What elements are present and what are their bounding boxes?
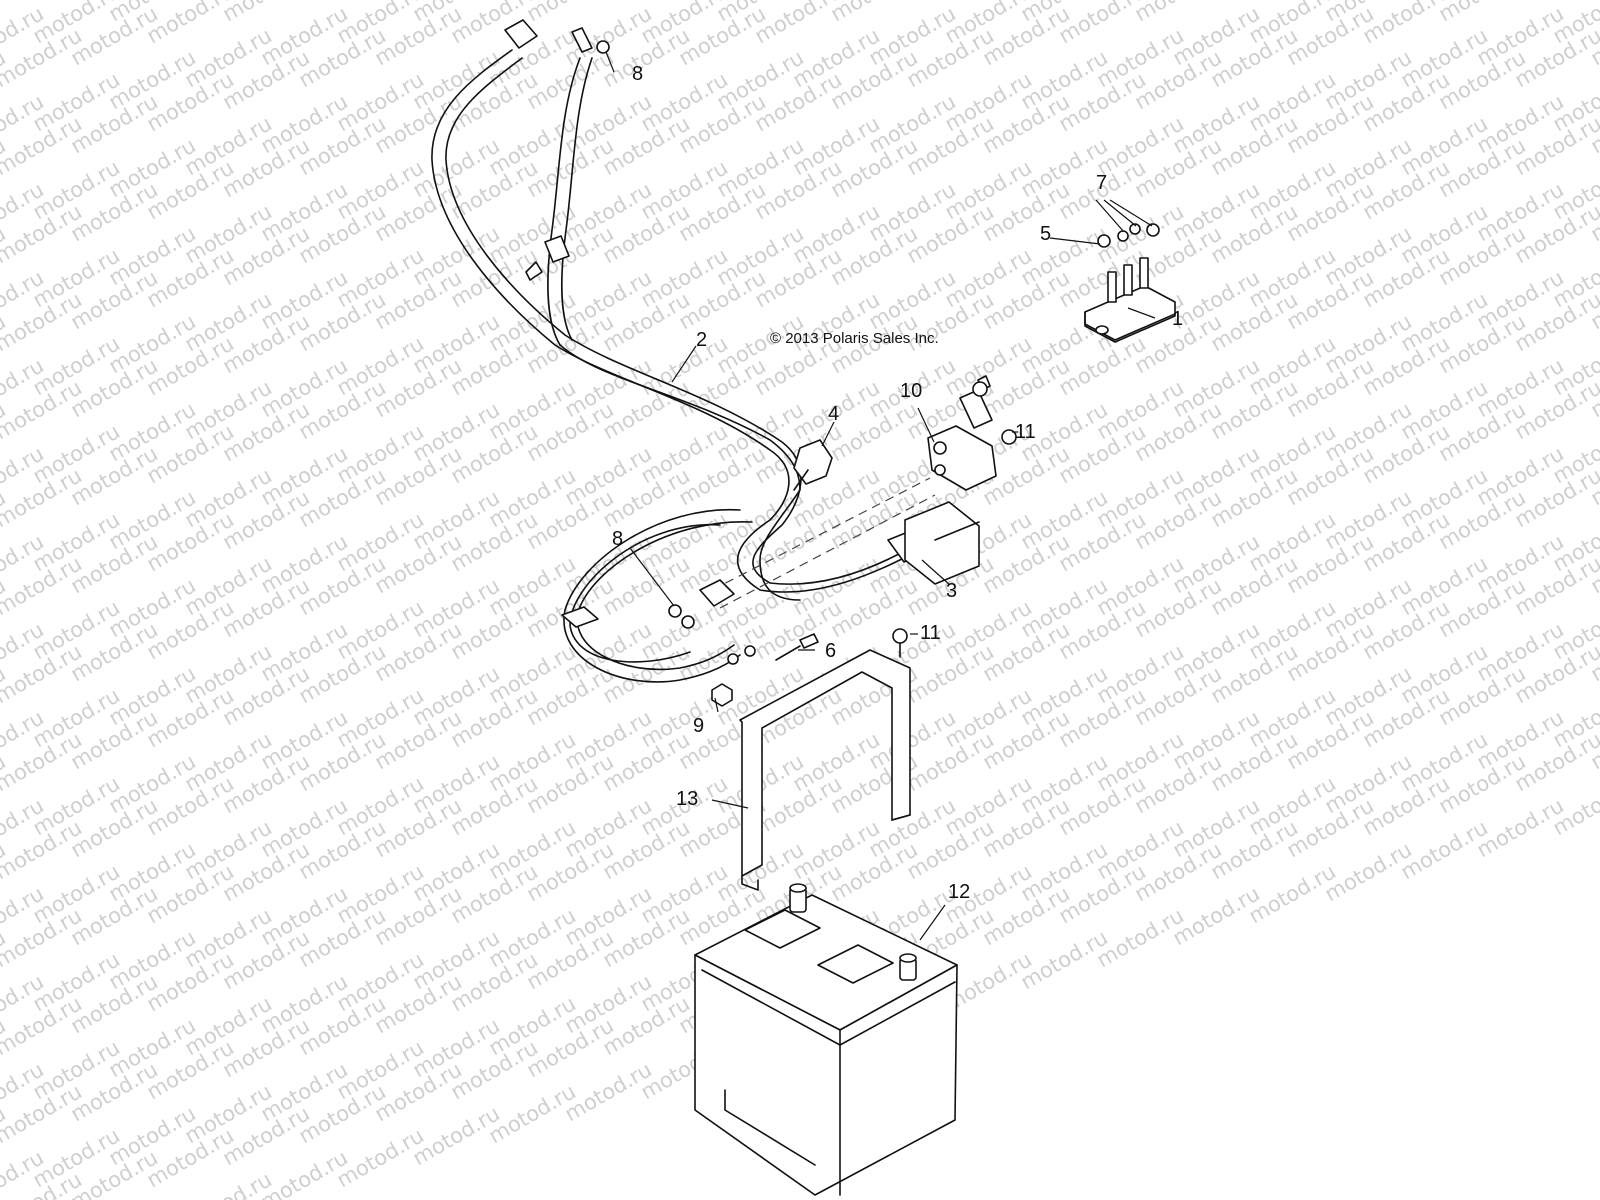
callout-label: 2 (696, 329, 707, 351)
battery-bracket (739, 649, 911, 891)
fuse-block (1084, 257, 1176, 343)
watermark-text: motod.ru (219, 0, 314, 26)
callout-label: 3 (946, 580, 957, 602)
copyright-notice: © 2013 Polaris Sales Inc. (770, 330, 939, 347)
callout-label: 8 (612, 528, 623, 550)
callout-label: 12 (948, 881, 970, 903)
watermark-text: motod.ru (523, 0, 618, 26)
callout-label: 8 (632, 63, 643, 85)
battery (694, 883, 958, 1196)
callout-leaders (605, 51, 1156, 941)
callout-labels: 8 1 2 3 4 5 6 7 8 9 10 11 11 12 13 (612, 63, 1183, 903)
cable-clamp (561, 579, 735, 628)
watermark-text: motod.ru (827, 0, 922, 26)
callout-label: 4 (828, 403, 839, 425)
wire-harness (431, 19, 911, 683)
solenoid-relay (927, 375, 997, 491)
watermark-text: motod.ru (1131, 0, 1226, 26)
watermark-text: motod.ru (1435, 0, 1530, 26)
callout-label: 6 (825, 640, 836, 662)
fasteners (596, 40, 1160, 707)
harness-connector (887, 501, 980, 585)
callout-label: 9 (693, 715, 704, 737)
callout-label: 11 (1015, 421, 1036, 443)
callout-label: 11 (920, 622, 941, 644)
callout-label: 1 (1172, 308, 1183, 330)
battery-terminal (793, 439, 833, 491)
callout-label: 7 (1096, 172, 1107, 194)
callout-label: 5 (1040, 223, 1051, 245)
assembly-guide-lines (711, 477, 936, 609)
callout-label: 10 (900, 380, 922, 402)
callout-label: 13 (676, 788, 698, 810)
